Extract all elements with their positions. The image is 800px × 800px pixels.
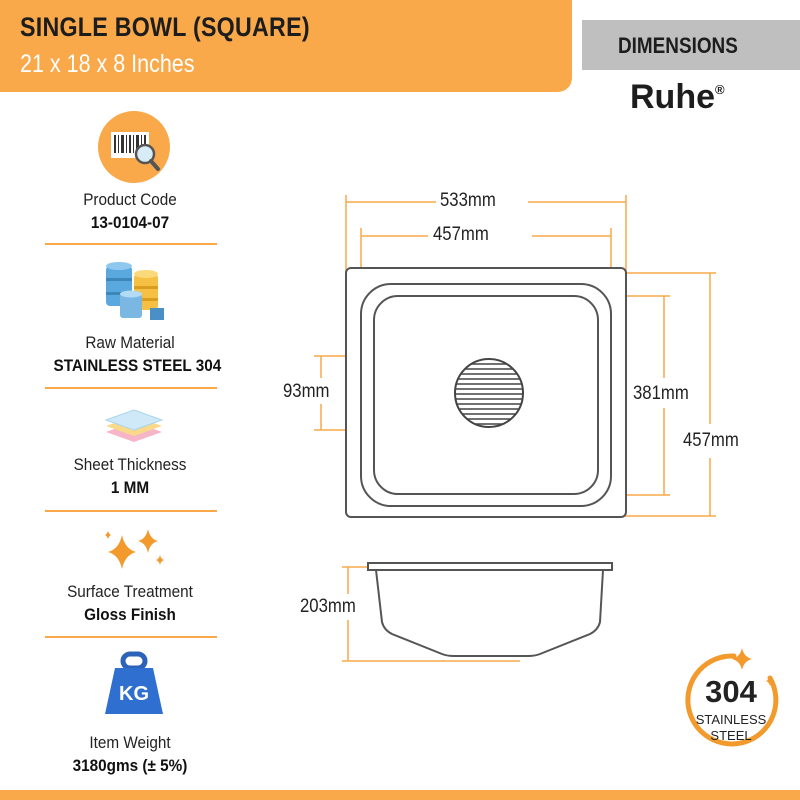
spec-surface-treatment: Surface Treatment Gloss Finish bbox=[45, 582, 215, 625]
dim-drain: 93mm bbox=[283, 381, 330, 402]
spec-value: 13-0104-07 bbox=[90, 213, 170, 232]
divider bbox=[45, 387, 217, 389]
spec-product-code: Product Code 13-0104-07 bbox=[45, 190, 215, 233]
stacked-sheets-icon bbox=[104, 409, 164, 442]
footer-bar bbox=[0, 790, 800, 800]
dim-inner-length: 381mm bbox=[633, 383, 689, 404]
dim-inner-width: 457mm bbox=[433, 224, 489, 245]
spec-label: Sheet Thickness bbox=[73, 455, 187, 474]
divider bbox=[45, 243, 217, 245]
weight-kg-icon: KG bbox=[105, 651, 163, 714]
header-banner: SINGLE BOWL (SQUARE) 21 x 18 x 8 Inches bbox=[0, 0, 572, 92]
spec-label: Surface Treatment bbox=[67, 582, 193, 601]
dimensions-tab-label: DIMENSIONS bbox=[618, 33, 738, 58]
spec-label: Item Weight bbox=[89, 733, 171, 752]
divider bbox=[45, 510, 217, 512]
divider bbox=[45, 636, 217, 638]
dimensions-tab: DIMENSIONS bbox=[582, 20, 800, 70]
spec-label: Raw Material bbox=[85, 333, 175, 352]
product-size: 21 x 18 x 8 Inches bbox=[20, 50, 195, 78]
spec-value: 3180gms (± 5%) bbox=[72, 756, 188, 775]
weight-kg-label: KG bbox=[119, 683, 149, 705]
spec-value: Gloss Finish bbox=[84, 605, 176, 624]
spec-label: Product Code bbox=[83, 190, 177, 209]
metal-barrels-icon bbox=[106, 262, 164, 320]
dim-outer-length: 457mm bbox=[683, 430, 739, 451]
product-title: SINGLE BOWL (SQUARE) bbox=[20, 12, 310, 42]
spec-item-weight: Item Weight 3180gms (± 5%) bbox=[45, 733, 215, 776]
sparkles-icon bbox=[105, 529, 164, 569]
badge-line-steel: STEEL bbox=[710, 728, 752, 743]
barcode-magnifier-icon bbox=[98, 111, 170, 183]
badge-line-stainless: STAINLESS bbox=[695, 712, 767, 727]
spec-raw-material: Raw Material STAINLESS STEEL 304 bbox=[45, 333, 222, 376]
badge-304: 304 bbox=[705, 674, 757, 709]
dim-depth: 203mm bbox=[300, 596, 356, 617]
spec-sheet-thickness: Sheet Thickness 1 MM bbox=[45, 455, 215, 498]
brand-logo: Ruhe® bbox=[630, 78, 725, 117]
spec-value: STAINLESS STEEL 304 bbox=[53, 356, 222, 375]
stainless-badge-ring bbox=[685, 648, 779, 747]
brand-name: Ruhe bbox=[630, 78, 715, 116]
spec-value: 1 MM bbox=[110, 478, 150, 497]
registered-mark: ® bbox=[715, 82, 725, 97]
dim-outer-width: 533mm bbox=[440, 190, 496, 211]
